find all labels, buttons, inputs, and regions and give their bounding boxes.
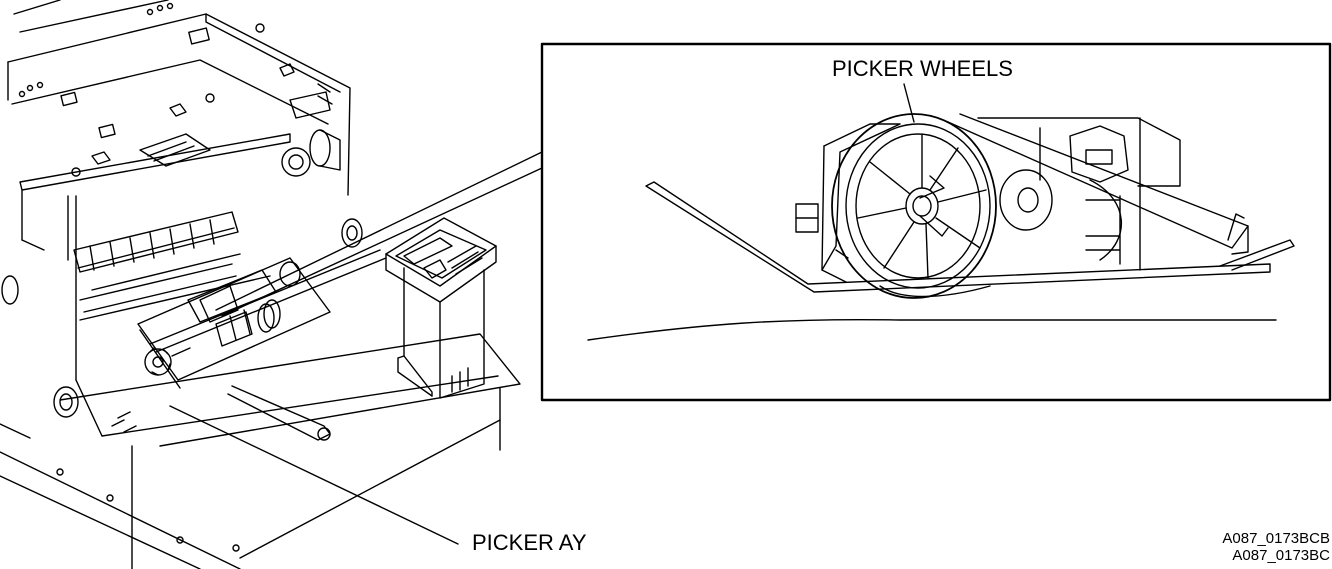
detail-inset-frame (540, 42, 1332, 402)
picker-wheels-label: PICKER WHEELS (832, 56, 1013, 81)
zoom-leader-upper (215, 151, 543, 311)
figure-ref-secondary: A087_0173BC (1232, 547, 1330, 564)
figure-ref-primary: A087_0173BCB (1222, 530, 1330, 547)
picker-ay-leader (169, 405, 459, 545)
machine-assembly (0, 0, 521, 569)
picker-ay-label: PICKER AY (472, 530, 587, 555)
zoom-leader-lower (221, 167, 543, 317)
picker-wheels-leader (903, 83, 915, 123)
picker-wheel-detail (587, 113, 1295, 341)
